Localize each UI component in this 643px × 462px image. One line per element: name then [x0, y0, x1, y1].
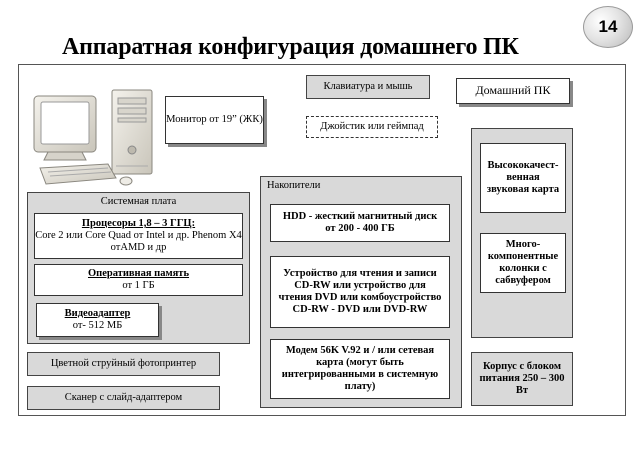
optical-drive-box: Устройство для чтения и записи CD-RW или…: [270, 256, 450, 328]
home-pc-box: Домашний ПК: [456, 78, 570, 104]
monitor-label: Монитор от 19” (ЖК): [166, 113, 263, 125]
speakers-box: Много-компонентные колонки с сабвуфером: [480, 233, 566, 293]
scanner-label: Сканер с слайд-адаптером: [64, 391, 183, 403]
storage-group: Накопители HDD - жесткий магнитный диск …: [260, 176, 462, 408]
modem-box: Модем 56K V.92 и / или сетевая карта (мо…: [270, 339, 450, 399]
joystick-box: Джойстик или геймпад: [306, 116, 438, 138]
motherboard-label: Системная плата: [100, 196, 177, 207]
case-text: Корпус с блоком питания 250 – 300 Вт: [479, 360, 565, 397]
slide-number: 14: [598, 17, 618, 36]
cpu-box: Процесоры 1,8 – 3 ГГЦ: Core 2 или Core Q…: [34, 213, 243, 259]
keyboard-mouse-box: Клавиатура и мышь: [306, 75, 430, 99]
cpu-text: Core 2 или Core Quad от Intel и др. Phen…: [35, 229, 242, 254]
sound-card-text: Высококачест-венная звуковая карта: [486, 159, 560, 196]
computer-icon: [33, 89, 153, 186]
printer-label: Цветной струйный фотопринтер: [50, 357, 197, 369]
hdd-text: HDD - жесткий магнитный диск от 200 - 40…: [282, 210, 438, 234]
cpu-title: Процесоры 1,8 – 3 ГГЦ:: [81, 217, 196, 229]
optical-drive-text: Устройство для чтения и записи CD-RW или…: [278, 267, 442, 316]
home-pc-label: Домашний ПК: [475, 83, 551, 98]
computer-illustration: [30, 88, 162, 188]
scanner-box: Сканер с слайд-адаптером: [27, 386, 220, 410]
video-title: Видеоадаптер: [64, 307, 131, 319]
case-box: Корпус с блоком питания 250 – 300 Вт: [471, 352, 573, 406]
slide-number-badge: 14: [583, 6, 633, 48]
modem-text: Модем 56K V.92 и / или сетевая карта (мо…: [281, 344, 439, 393]
monitor-box: Монитор от 19” (ЖК): [165, 96, 264, 144]
video-text: от- 512 МБ: [72, 320, 123, 331]
ram-box: Оперативная память от 1 ГБ: [34, 264, 243, 296]
page-title: Аппаратная конфигурация домашнего ПК: [62, 34, 519, 60]
printer-box: Цветной струйный фотопринтер: [27, 352, 220, 376]
ram-text: от 1 ГБ: [122, 280, 155, 291]
motherboard-group: Системная плата Процесоры 1,8 – 3 ГГЦ: C…: [27, 192, 250, 344]
ram-title: Оперативная память: [87, 267, 190, 279]
audio-group: Высококачест-венная звуковая карта Много…: [471, 128, 573, 338]
storage-label: Накопители: [267, 180, 321, 191]
speakers-text: Много-компонентные колонки с сабвуфером: [487, 238, 559, 287]
video-box: Видеоадаптер от- 512 МБ: [36, 303, 159, 337]
sound-card-box: Высококачест-венная звуковая карта: [480, 143, 566, 213]
hdd-box: HDD - жесткий магнитный диск от 200 - 40…: [270, 204, 450, 242]
keyboard-mouse-label: Клавиатура и мышь: [323, 80, 413, 92]
joystick-label: Джойстик или геймпад: [320, 120, 424, 132]
